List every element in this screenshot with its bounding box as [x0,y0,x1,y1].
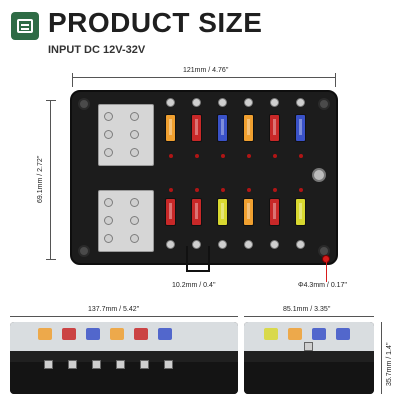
side-terminal-icon [44,360,53,369]
width-dimension-line [72,77,336,78]
terminal-screw-icon [104,216,113,225]
fuse-bottom-2 [191,198,202,226]
fuse-terminal-screw-icon [296,240,305,249]
side-terminal-icon [164,360,173,369]
fuse-top-4 [243,114,254,142]
indicator-led [247,154,251,158]
fuse-top-1 [165,114,176,142]
mounting-hole-icon [78,98,90,110]
hole-diameter-label: Φ4.3mm / 0.17'' [298,282,348,289]
indicator-led [195,154,199,158]
brand-logo-icon [11,12,39,40]
height-dimension-line [50,100,51,260]
fuse-side-icon [158,328,172,340]
fuse-bottom-6 [295,198,306,226]
terminal-screw-icon [104,130,113,139]
fuse-terminal-screw-icon [218,240,227,249]
fuse-terminal-screw-icon [192,240,201,249]
side-height-label: 35.7mm / 1.4'' [386,340,393,388]
terminal-screw-icon [130,112,139,121]
indicator-led [195,188,199,192]
indicator-led [169,188,173,192]
terminal-screw-icon [130,234,139,243]
indicator-led [299,154,303,158]
fuse-terminal-screw-icon [166,240,175,249]
fuse-bottom-5 [269,198,280,226]
side-width-label: 85.1mm / 3.35'' [280,306,334,313]
indicator-led [247,188,251,192]
side-length-dimension-line [10,316,238,317]
fuse-side-icon [288,328,302,340]
terminal-screw-icon [104,112,113,121]
side-width-dimension-line [244,316,374,317]
height-dimension-tick-bottom [46,259,56,260]
side-height-dimension-line [381,322,382,394]
indicator-led [169,154,173,158]
fuse-top-5 [269,114,280,142]
mounting-hole-icon [318,98,330,110]
side-terminal-icon [68,360,77,369]
height-dimension-tick-top [46,100,56,101]
width-dimension-tick-right [335,73,336,87]
side-terminal-icon [304,342,313,351]
indicator-led [221,188,225,192]
indicator-led [273,188,277,192]
terminal-screw-icon [130,198,139,207]
fuse-side-icon [134,328,148,340]
fuse-side-icon [110,328,124,340]
fuse-gap-marker [186,246,210,272]
page-title: PRODUCT SIZE [48,7,263,38]
fuse-top-2 [191,114,202,142]
side-view-short [244,322,374,394]
fuse-side-icon [312,328,326,340]
fuse-block [70,90,338,265]
fuse-top-6 [295,114,306,142]
side-terminal-icon [116,360,125,369]
side-terminal-icon [92,360,101,369]
width-dimension-tick-left [72,73,73,87]
fuse-terminal-screw-icon [166,98,175,107]
fuse-terminal-screw-icon [244,240,253,249]
fuse-terminal-screw-icon [218,98,227,107]
fuse-terminal-screw-icon [244,98,253,107]
page-subtitle: INPUT DC 12V-32V [48,44,146,56]
fuse-side-icon [38,328,52,340]
terminal-screw-icon [130,130,139,139]
mounting-hole-icon [78,245,90,257]
terminal-screw-icon [104,234,113,243]
fuse-side-icon [264,328,278,340]
terminal-screw-icon [130,216,139,225]
center-stud-icon [312,168,326,182]
side-terminal-icon [140,360,149,369]
hole-diameter-leader [326,262,327,282]
fuse-terminal-screw-icon [296,98,305,107]
height-dimension-label: 69.1mm / 2.72'' [37,153,44,205]
fuse-side-icon [62,328,76,340]
side-view-long [10,322,238,394]
fuse-bottom-1 [165,198,176,226]
side-length-label: 137.7mm / 5.42'' [85,306,143,313]
indicator-led [273,154,277,158]
terminal-screw-icon [104,148,113,157]
fuse-side-icon [86,328,100,340]
fuse-bottom-3 [217,198,228,226]
width-dimension-label: 121mm / 4.76'' [180,67,232,74]
fuse-gap-label: 10.2mm / 0.4'' [172,282,216,289]
fuse-bottom-4 [243,198,254,226]
indicator-led [221,154,225,158]
fuse-side-icon [336,328,350,340]
fuse-top-3 [217,114,228,142]
fuse-terminal-screw-icon [270,240,279,249]
indicator-led [299,188,303,192]
fuse-terminal-screw-icon [192,98,201,107]
terminal-screw-icon [104,198,113,207]
terminal-screw-icon [130,148,139,157]
fuse-terminal-screw-icon [270,98,279,107]
